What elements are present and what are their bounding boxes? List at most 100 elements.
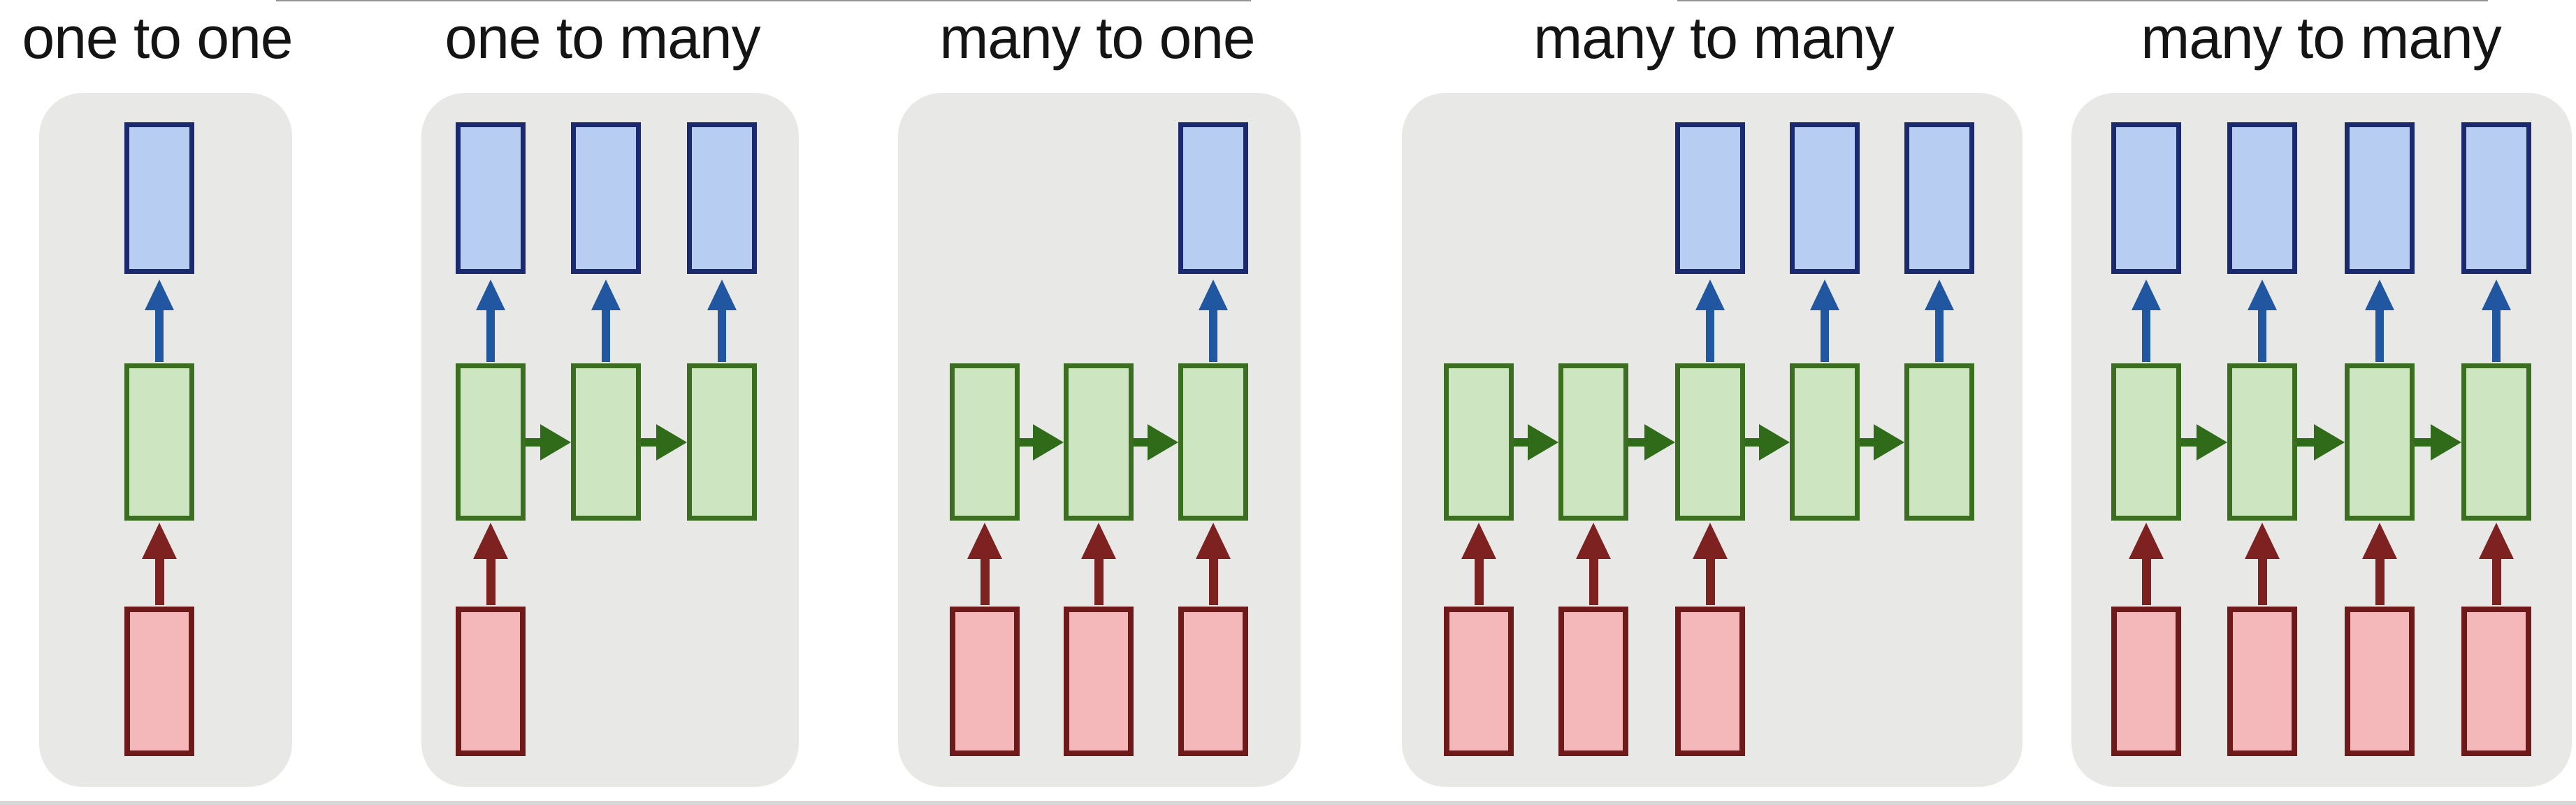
hidden-state-box: [1444, 363, 1514, 521]
input-box: [456, 607, 526, 756]
hidden-state-box: [456, 363, 526, 521]
hidden-chain-arrow-icon: [1628, 424, 1675, 460]
arrow-shaft: [1745, 438, 1763, 447]
arrow-shaft: [1134, 438, 1152, 447]
arrow-head: [1759, 424, 1790, 460]
output-arrow-icon: [2482, 280, 2511, 362]
input-arrow-icon: [967, 523, 1002, 605]
input-box: [1064, 607, 1134, 756]
arrow-shaft: [1706, 306, 1714, 362]
hidden-chain-arrow-icon: [1860, 424, 1904, 460]
arrow-shaft: [2375, 306, 2384, 362]
output-arrow-icon: [1695, 280, 1725, 362]
input-arrow-icon: [1461, 523, 1496, 605]
input-arrow-icon: [142, 523, 177, 605]
arrow-shaft: [1628, 438, 1649, 447]
output-arrow-icon: [2365, 280, 2394, 362]
arrow-shaft: [2257, 555, 2267, 605]
bottom-edge-band: [0, 801, 2576, 805]
output-arrow-icon: [591, 280, 621, 362]
hidden-state-box: [2461, 363, 2531, 521]
arrow-head: [1033, 424, 1064, 460]
arrow-shaft: [2415, 438, 2435, 447]
hidden-state-box: [1790, 363, 1860, 521]
arrow-head: [1693, 523, 1728, 559]
top-edge-line: [276, 0, 1251, 1]
hidden-chain-arrow-icon: [1134, 424, 1178, 460]
arrow-shaft: [1860, 438, 1878, 447]
arrow-head: [656, 424, 687, 460]
input-arrow-icon: [1081, 523, 1116, 605]
arrow-shaft: [1514, 438, 1532, 447]
output-box: [687, 122, 757, 274]
hidden-chain-arrow-icon: [2181, 424, 2227, 460]
arrow-shaft: [2181, 438, 2201, 447]
arrow-shaft: [1208, 555, 1218, 605]
hidden-chain-arrow-icon: [2415, 424, 2461, 460]
arrow-head: [1874, 424, 1904, 460]
arrow-head: [1196, 523, 1231, 559]
arrow-head: [2248, 280, 2277, 310]
arrow-shaft: [1474, 555, 1484, 605]
hidden-state-box: [124, 363, 194, 521]
arrow-head: [476, 280, 505, 310]
output-arrow-icon: [1810, 280, 1839, 362]
hidden-state-box: [2345, 363, 2415, 521]
arrow-head: [2362, 523, 2397, 559]
arrow-shaft: [2375, 555, 2385, 605]
arrow-shaft: [641, 438, 660, 447]
arrow-shaft: [1705, 555, 1715, 605]
hidden-chain-arrow-icon: [1020, 424, 1064, 460]
output-box: [456, 122, 526, 274]
arrow-head: [1695, 280, 1725, 310]
arrow-head: [707, 280, 737, 310]
arrow-shaft: [1935, 306, 1944, 362]
output-arrow-icon: [1199, 280, 1228, 362]
hidden-state-box: [2111, 363, 2181, 521]
input-box: [1558, 607, 1628, 756]
input-arrow-icon: [1196, 523, 1231, 605]
input-box: [950, 607, 1020, 756]
arrow-shaft: [2141, 555, 2151, 605]
output-box: [571, 122, 641, 274]
arrow-head: [473, 523, 508, 559]
arrow-shaft: [602, 306, 610, 362]
arrow-head: [1576, 523, 1611, 559]
output-arrow-icon: [2248, 280, 2277, 362]
arrow-head: [1461, 523, 1496, 559]
input-arrow-icon: [2129, 523, 2164, 605]
input-box: [1178, 607, 1248, 756]
arrow-shaft: [1209, 306, 1217, 362]
output-box: [2461, 122, 2531, 274]
output-box: [1675, 122, 1745, 274]
hidden-state-box: [1178, 363, 1248, 521]
hidden-state-box: [1064, 363, 1134, 521]
arrow-head: [142, 523, 177, 559]
input-box: [124, 607, 194, 756]
output-arrow-icon: [707, 280, 737, 362]
output-arrow-icon: [145, 280, 174, 362]
hidden-state-box: [950, 363, 1020, 521]
panel-title: many to one: [939, 5, 1255, 71]
output-arrow-icon: [2132, 280, 2161, 362]
output-arrow-icon: [1925, 280, 1954, 362]
arrow-head: [1810, 280, 1839, 310]
input-box: [1444, 607, 1514, 756]
arrow-head: [1081, 523, 1116, 559]
hidden-state-box: [571, 363, 641, 521]
input-box: [2227, 607, 2297, 756]
arrow-shaft: [486, 555, 495, 605]
arrow-head: [967, 523, 1002, 559]
output-box: [2345, 122, 2415, 274]
arrow-shaft: [718, 306, 726, 362]
arrow-shaft: [2297, 438, 2318, 447]
arrow-shaft: [486, 306, 495, 362]
input-box: [1675, 607, 1745, 756]
hidden-state-box: [1675, 363, 1745, 521]
hidden-state-box: [687, 363, 757, 521]
panel-title: one to many: [444, 5, 760, 71]
panel-title: many to many: [2141, 5, 2502, 71]
input-arrow-icon: [1693, 523, 1728, 605]
output-box: [2227, 122, 2297, 274]
arrow-shaft: [154, 555, 164, 605]
